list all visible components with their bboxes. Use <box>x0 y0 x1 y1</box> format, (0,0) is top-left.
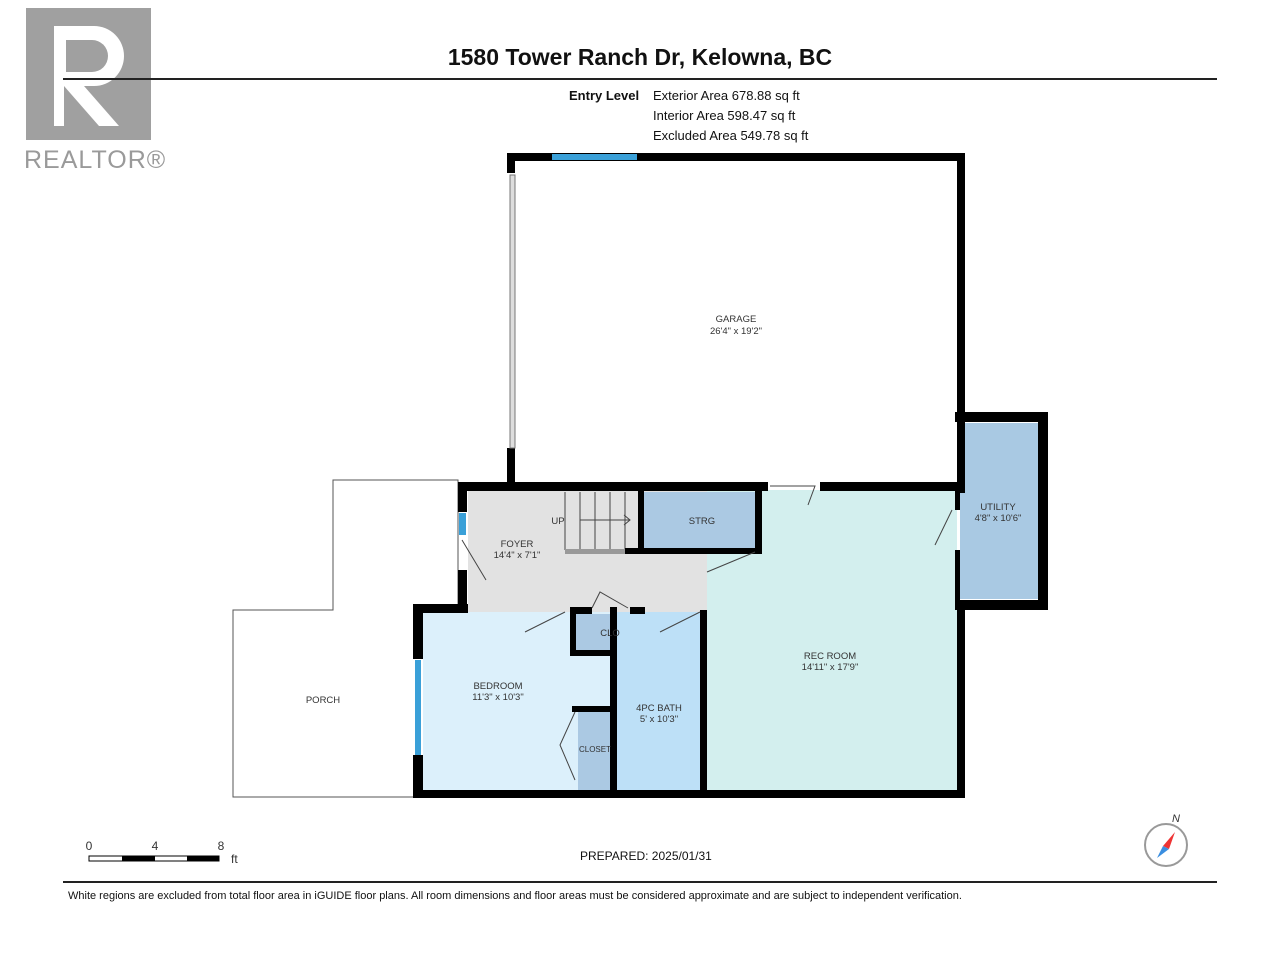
scale-bar: 0 4 8 ft <box>86 839 239 866</box>
closet-room <box>578 710 612 790</box>
stairs-up-label: UP <box>551 516 564 527</box>
header-divider <box>63 78 1217 80</box>
strg-room <box>643 492 757 550</box>
realtor-wordmark: REALTOR® <box>24 146 167 174</box>
bath-name: 4PC BATH <box>636 703 682 714</box>
porch-name: PORCH <box>306 695 340 706</box>
closet-name: CLOSET <box>579 745 611 754</box>
compass-icon: N <box>1144 813 1188 867</box>
realtor-logo: REALTOR® <box>24 6 165 176</box>
level-name: Entry Level <box>569 88 640 103</box>
clo-name: CLO <box>600 628 620 639</box>
strg-name: STRG <box>689 516 715 527</box>
prepared-date: PREPARED: 2025/01/31 <box>580 849 712 863</box>
excluded-area: Excluded Area 549.78 sq ft <box>653 128 809 143</box>
garage-window-top <box>552 154 637 160</box>
scale-unit: ft <box>231 852 238 866</box>
bedroom-dims: 11'3" x 10'3" <box>472 692 523 703</box>
clo-room <box>575 614 615 652</box>
compass-north: N <box>1172 813 1180 825</box>
garage-dims: 26'4" x 19'2" <box>710 326 762 337</box>
stairs <box>564 492 631 554</box>
interior-area: Interior Area 598.47 sq ft <box>653 108 796 123</box>
bath-room <box>617 612 702 790</box>
scale-tick-0: 0 <box>86 839 93 853</box>
exterior-area: Exterior Area 678.88 sq ft <box>653 88 800 103</box>
porch <box>232 479 459 798</box>
bedroom-name: BEDROOM <box>473 681 522 692</box>
bath-dims: 5' x 10'3" <box>640 714 678 725</box>
walls <box>413 153 1048 798</box>
foyer-window <box>459 513 466 535</box>
rec-room-name: REC ROOM <box>804 651 856 662</box>
utility-room <box>960 423 1038 599</box>
scale-tick-8: 8 <box>218 839 225 853</box>
doors <box>461 485 953 781</box>
realtor-r-icon <box>26 8 151 140</box>
garage-name: GARAGE <box>716 314 757 325</box>
utility-name: UTILITY <box>980 502 1016 513</box>
rec-room-dims: 14'11" x 17'9" <box>802 662 859 673</box>
foyer-dims: 14'4" x 7'1" <box>494 550 541 561</box>
footer-divider <box>63 881 1217 883</box>
page-title: 1580 Tower Ranch Dr, Kelowna, BC <box>447 44 833 70</box>
disclaimer: White regions are excluded from total fl… <box>68 890 962 902</box>
scale-tick-4: 4 <box>152 839 159 853</box>
garage-window-left <box>509 174 516 449</box>
bedroom-window <box>415 660 421 755</box>
foyer-name: FOYER <box>501 539 534 550</box>
utility-dims: 4'8" x 10'6" <box>975 513 1022 524</box>
